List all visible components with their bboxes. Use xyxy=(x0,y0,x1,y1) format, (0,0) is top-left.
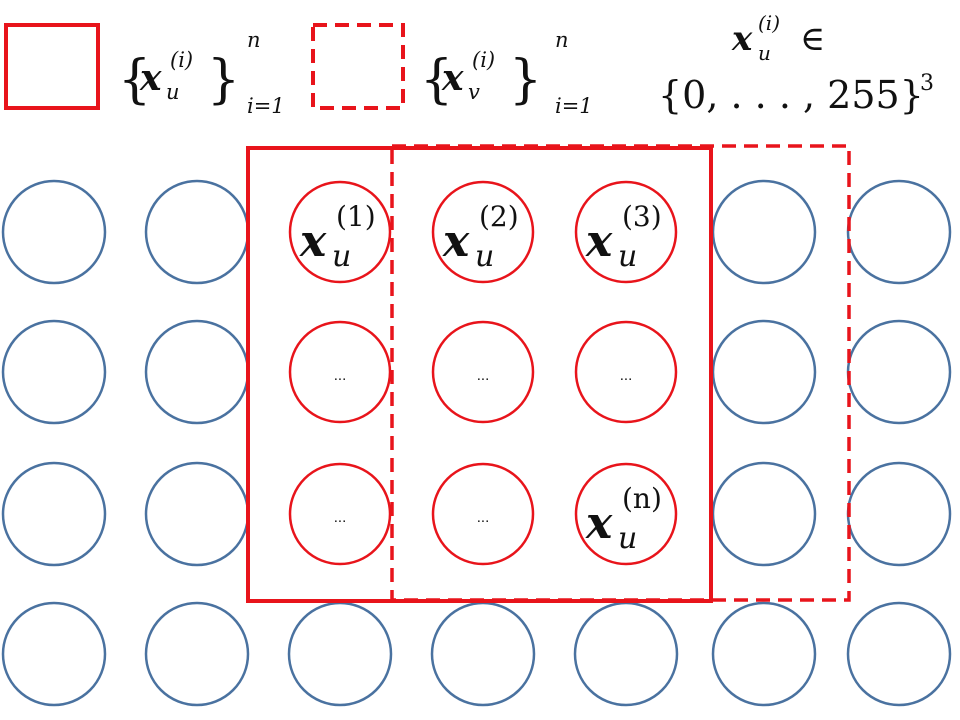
legend-dashed-lower: i=1 xyxy=(555,94,593,118)
legend-dashed-set: { x v (i) } n i=1 xyxy=(420,28,593,118)
pixel-circle-r3-c4 xyxy=(573,601,679,707)
legend-dashed-brace-open: { xyxy=(420,50,453,110)
pixel-label-sup-r0-c3: (2) xyxy=(479,200,519,233)
pixel-circle-r2-c6 xyxy=(846,461,952,567)
pixel-label-var-r2-c4: x xyxy=(585,498,613,549)
pixel-circle-r0-c5 xyxy=(711,179,817,285)
pixel-label-ellipsis-r1-c3: ... xyxy=(477,367,490,384)
pixel-label-sub-r0-c2: u xyxy=(332,239,351,274)
legend-dashed-sub: v xyxy=(468,80,480,104)
pixel-label-var-r0-c4: x xyxy=(585,216,613,267)
pixel-label-var-r0-c3: x xyxy=(442,216,470,267)
pixel-label-ellipsis-r1-c4: ... xyxy=(620,367,633,384)
legend-solid-sup: (i) xyxy=(170,48,193,72)
legend-domain: x u (i) ∈ {0, . . . , 255} 3 xyxy=(658,11,934,117)
legend-solid-set: { x u (i) } n i=1 xyxy=(118,28,285,118)
pixel-circle-r3-c6 xyxy=(846,601,952,707)
legend-solid-lower: i=1 xyxy=(247,94,285,118)
legend-domain-in: ∈ xyxy=(800,19,825,59)
pixel-circle-r1-c0 xyxy=(1,319,107,425)
pixel-label-var-r0-c2: x xyxy=(299,216,327,267)
legend-solid-upper: n xyxy=(247,28,261,52)
pixel-circle-selected-r1-c2 xyxy=(288,320,392,424)
pixel-label-ellipsis-r2-c3: ... xyxy=(477,509,490,526)
pixel-circle-r0-c0 xyxy=(1,179,107,285)
legend-domain-set: {0, . . . , 255} xyxy=(658,73,924,117)
patch-v-outline xyxy=(390,144,851,602)
legend-domain-power: 3 xyxy=(920,71,934,96)
pixel-label-sup-r2-c4: (n) xyxy=(622,482,662,515)
legend-domain-sub: u xyxy=(758,41,771,65)
pixel-circle-r3-c1 xyxy=(144,601,250,707)
legend-dashed-brace-close: } xyxy=(509,50,542,110)
pixel-circle-selected-r0-c3 xyxy=(431,180,535,284)
pixel-label-sup-r0-c2: (1) xyxy=(336,200,376,233)
pixel-circle-r1-c5 xyxy=(711,319,817,425)
pixel-label-ellipsis-r2-c2: ... xyxy=(334,509,347,526)
pixel-circle-r3-c3 xyxy=(430,601,536,707)
legend-solid-brace-close: } xyxy=(207,50,240,110)
pixel-circle-r3-c2 xyxy=(287,601,393,707)
legend-domain-sup: (i) xyxy=(758,11,780,35)
legend-solid-box xyxy=(4,23,100,110)
pixel-circle-selected-r2-c3 xyxy=(431,462,535,566)
pixel-circle-selected-r1-c3 xyxy=(431,320,535,424)
legend-dashed-var: x xyxy=(441,57,464,99)
pixel-circle-r2-c5 xyxy=(711,461,817,567)
legend-dashed-sup: (i) xyxy=(472,48,495,72)
pixel-label-sub-r2-c4: u xyxy=(618,521,637,556)
pixel-circle-r1-c6 xyxy=(846,319,952,425)
pixel-circle-r2-c0 xyxy=(1,461,107,567)
legend-dashed-upper: n xyxy=(555,28,569,52)
pixel-circle-selected-r0-c4 xyxy=(574,180,678,284)
pixel-label-sup-r0-c4: (3) xyxy=(622,200,662,233)
legend-solid-var: x xyxy=(139,57,162,99)
pixel-circle-selected-r2-c4 xyxy=(574,462,678,566)
pixel-circle-r2-c1 xyxy=(144,461,250,567)
pixel-circle-r1-c1 xyxy=(144,319,250,425)
legend-dashed-box xyxy=(311,23,405,110)
pixel-circle-r0-c6 xyxy=(846,179,952,285)
pixel-circle-selected-r0-c2 xyxy=(288,180,392,284)
pixel-circle-r3-c5 xyxy=(711,601,817,707)
legend-solid-sub: u xyxy=(166,80,180,104)
pixel-circle-selected-r1-c4 xyxy=(574,320,678,424)
legend-solid-brace-open: { xyxy=(118,50,151,110)
pixel-circle-r0-c1 xyxy=(144,179,250,285)
pixel-label-sub-r0-c4: u xyxy=(618,239,637,274)
pixel-label-ellipsis-r1-c2: ... xyxy=(334,367,347,384)
legend-domain-var: x xyxy=(731,19,753,59)
pixel-circle-r3-c0 xyxy=(1,601,107,707)
pixel-circle-selected-r2-c2 xyxy=(288,462,392,566)
pixel-label-sub-r0-c3: u xyxy=(475,239,494,274)
